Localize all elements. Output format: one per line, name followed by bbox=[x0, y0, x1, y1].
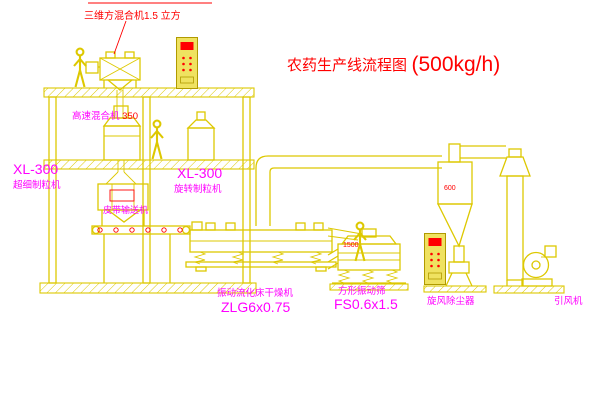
cyclone-separator bbox=[436, 143, 473, 287]
screen-inlet bbox=[361, 228, 377, 238]
mixer-discharge-cone bbox=[106, 79, 134, 91]
control-cabinet-right bbox=[424, 233, 446, 285]
belt-conveyor bbox=[91, 225, 191, 283]
stack-with-cap bbox=[499, 148, 531, 286]
label-dryer-model: ZLG6x0.75 bbox=[221, 299, 290, 315]
label-fan: 引风机 bbox=[554, 295, 583, 307]
fan-motor bbox=[544, 245, 557, 258]
control-cabinet-top bbox=[176, 37, 198, 89]
vibrating-screen bbox=[327, 228, 406, 284]
leader-line-mixer bbox=[113, 20, 127, 55]
screen-spring bbox=[385, 269, 399, 284]
label-cyclone: 旋风除尘器 bbox=[427, 295, 475, 307]
cyclone-discharge-pipe bbox=[453, 245, 465, 263]
cyclone-vortex-pipe bbox=[448, 143, 461, 163]
label-screen-name: 方形振动筛 bbox=[338, 285, 386, 297]
label-granulator-mid-name: 旋转制粒机 bbox=[174, 183, 222, 195]
hs-mixer-body bbox=[103, 125, 141, 161]
label-high-speed-mixer: 高速混合机 350 bbox=[72, 110, 138, 122]
high-speed-mixer bbox=[102, 105, 142, 161]
fan-scroll bbox=[522, 251, 550, 279]
conveyor-pulley-right bbox=[181, 225, 191, 235]
conveyor-belt bbox=[91, 225, 191, 235]
label-dryer-name: 振动流化床干燥机 bbox=[217, 287, 294, 299]
exhaust-duct bbox=[255, 155, 442, 226]
page-title: 农药生产线流程图 (500kg/h) bbox=[287, 53, 500, 76]
ground-slab-left bbox=[39, 282, 257, 294]
granulator bbox=[97, 160, 149, 226]
floor-slab-top bbox=[43, 87, 255, 98]
induced-draft-fan bbox=[521, 245, 557, 287]
label-dim-1500: 1500 bbox=[343, 242, 359, 249]
mixer-motor bbox=[85, 61, 99, 74]
fluid-bed-dryer bbox=[185, 221, 363, 272]
column-middle bbox=[142, 96, 151, 284]
stack-cylinder bbox=[506, 175, 524, 281]
label-granulator-left-name: 超细制粒机 bbox=[13, 179, 61, 191]
cyclone-cylinder bbox=[437, 161, 473, 205]
duct-to-fan bbox=[460, 145, 506, 159]
floor-slab-middle bbox=[43, 159, 255, 170]
label-screen-model: FS0.6x1.5 bbox=[334, 296, 398, 312]
ground-slab-screen bbox=[329, 283, 409, 291]
fan-base bbox=[521, 278, 553, 287]
screen-spring bbox=[361, 269, 375, 284]
column-right bbox=[242, 96, 251, 284]
aux-machine-floor2 bbox=[186, 111, 216, 161]
label-belt-conveyor: 皮带输送机 bbox=[103, 204, 148, 215]
screen-outlet-spout bbox=[327, 255, 339, 263]
building-structure bbox=[39, 87, 257, 294]
label-dim-600: 600 bbox=[444, 185, 456, 192]
conveyor-pulley-left bbox=[91, 225, 101, 235]
granulator-rotor-detail bbox=[109, 189, 135, 202]
screen-outlet-spout bbox=[327, 248, 339, 256]
mixer-3d bbox=[85, 51, 141, 118]
cyclone-cone bbox=[436, 203, 473, 248]
ground-slab-fan bbox=[493, 285, 565, 294]
cyclone-airlock bbox=[448, 261, 470, 274]
label-granulator-mid-model: XL-300 bbox=[177, 165, 222, 181]
label-granulator-left-model: XL-300 bbox=[13, 161, 58, 177]
fan-hub bbox=[531, 260, 541, 270]
screen-outlet-spout bbox=[327, 262, 339, 270]
ground-slab-cyclone bbox=[423, 285, 487, 293]
operator-figure-middle bbox=[149, 119, 165, 161]
granulator-hopper bbox=[106, 209, 142, 223]
label-mixer3d: 三维方混合机1.5 立方 bbox=[84, 9, 181, 22]
stack-rain-cap bbox=[499, 156, 531, 177]
dryer-inlet bbox=[191, 221, 203, 231]
operator-figure-top bbox=[72, 47, 88, 89]
screen-spring bbox=[337, 269, 351, 284]
stack-cap-top bbox=[508, 148, 522, 158]
dryer-discharge-chute bbox=[327, 227, 363, 235]
